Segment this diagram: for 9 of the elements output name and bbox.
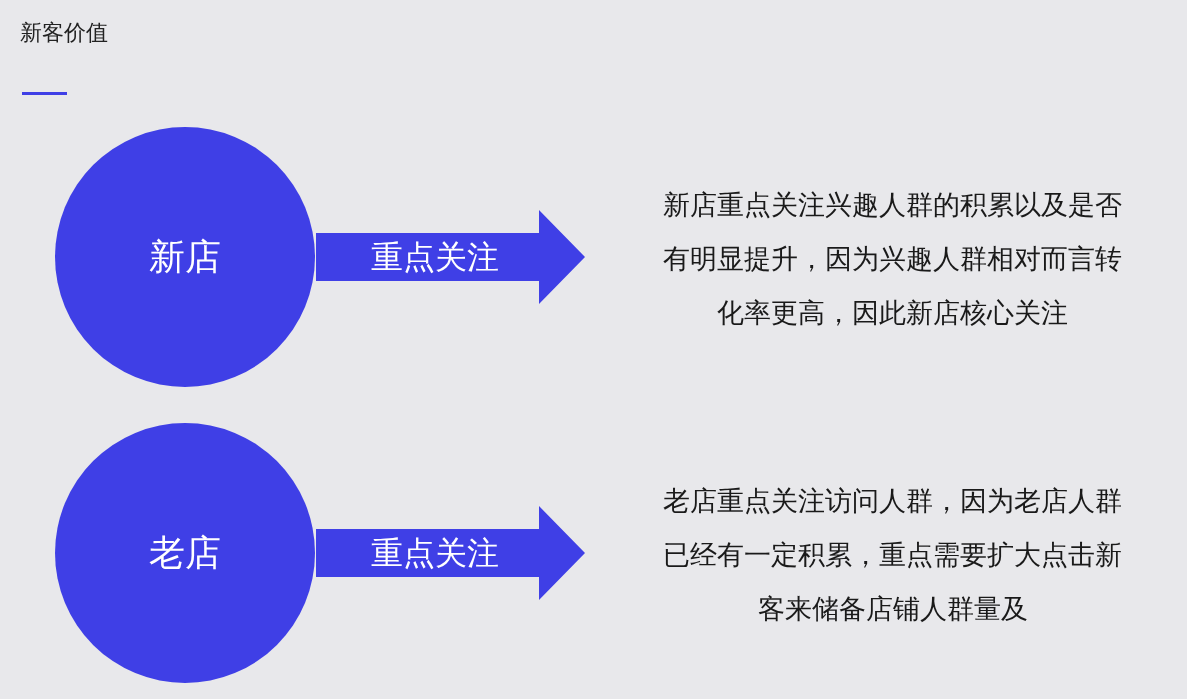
title: 新客价值 (20, 19, 108, 47)
description-text: 老店重点关注访问人群，因为老店人群已经有一定积累，重点需要扩大点击新客来储备店铺人群量及 (585, 474, 1187, 636)
store-circle: 老店 (55, 423, 315, 683)
description-text: 新店重点关注兴趣人群的积累以及是否有明显提升，因为兴趣人群相对而言转化率更高，因此新店核心关注 (585, 178, 1187, 340)
block-arrow (316, 210, 585, 304)
edge-label: 重点关注 (371, 237, 499, 277)
block-arrow (316, 506, 585, 600)
edge-label: 重点关注 (371, 533, 499, 573)
store-circle: 新店 (55, 127, 315, 387)
